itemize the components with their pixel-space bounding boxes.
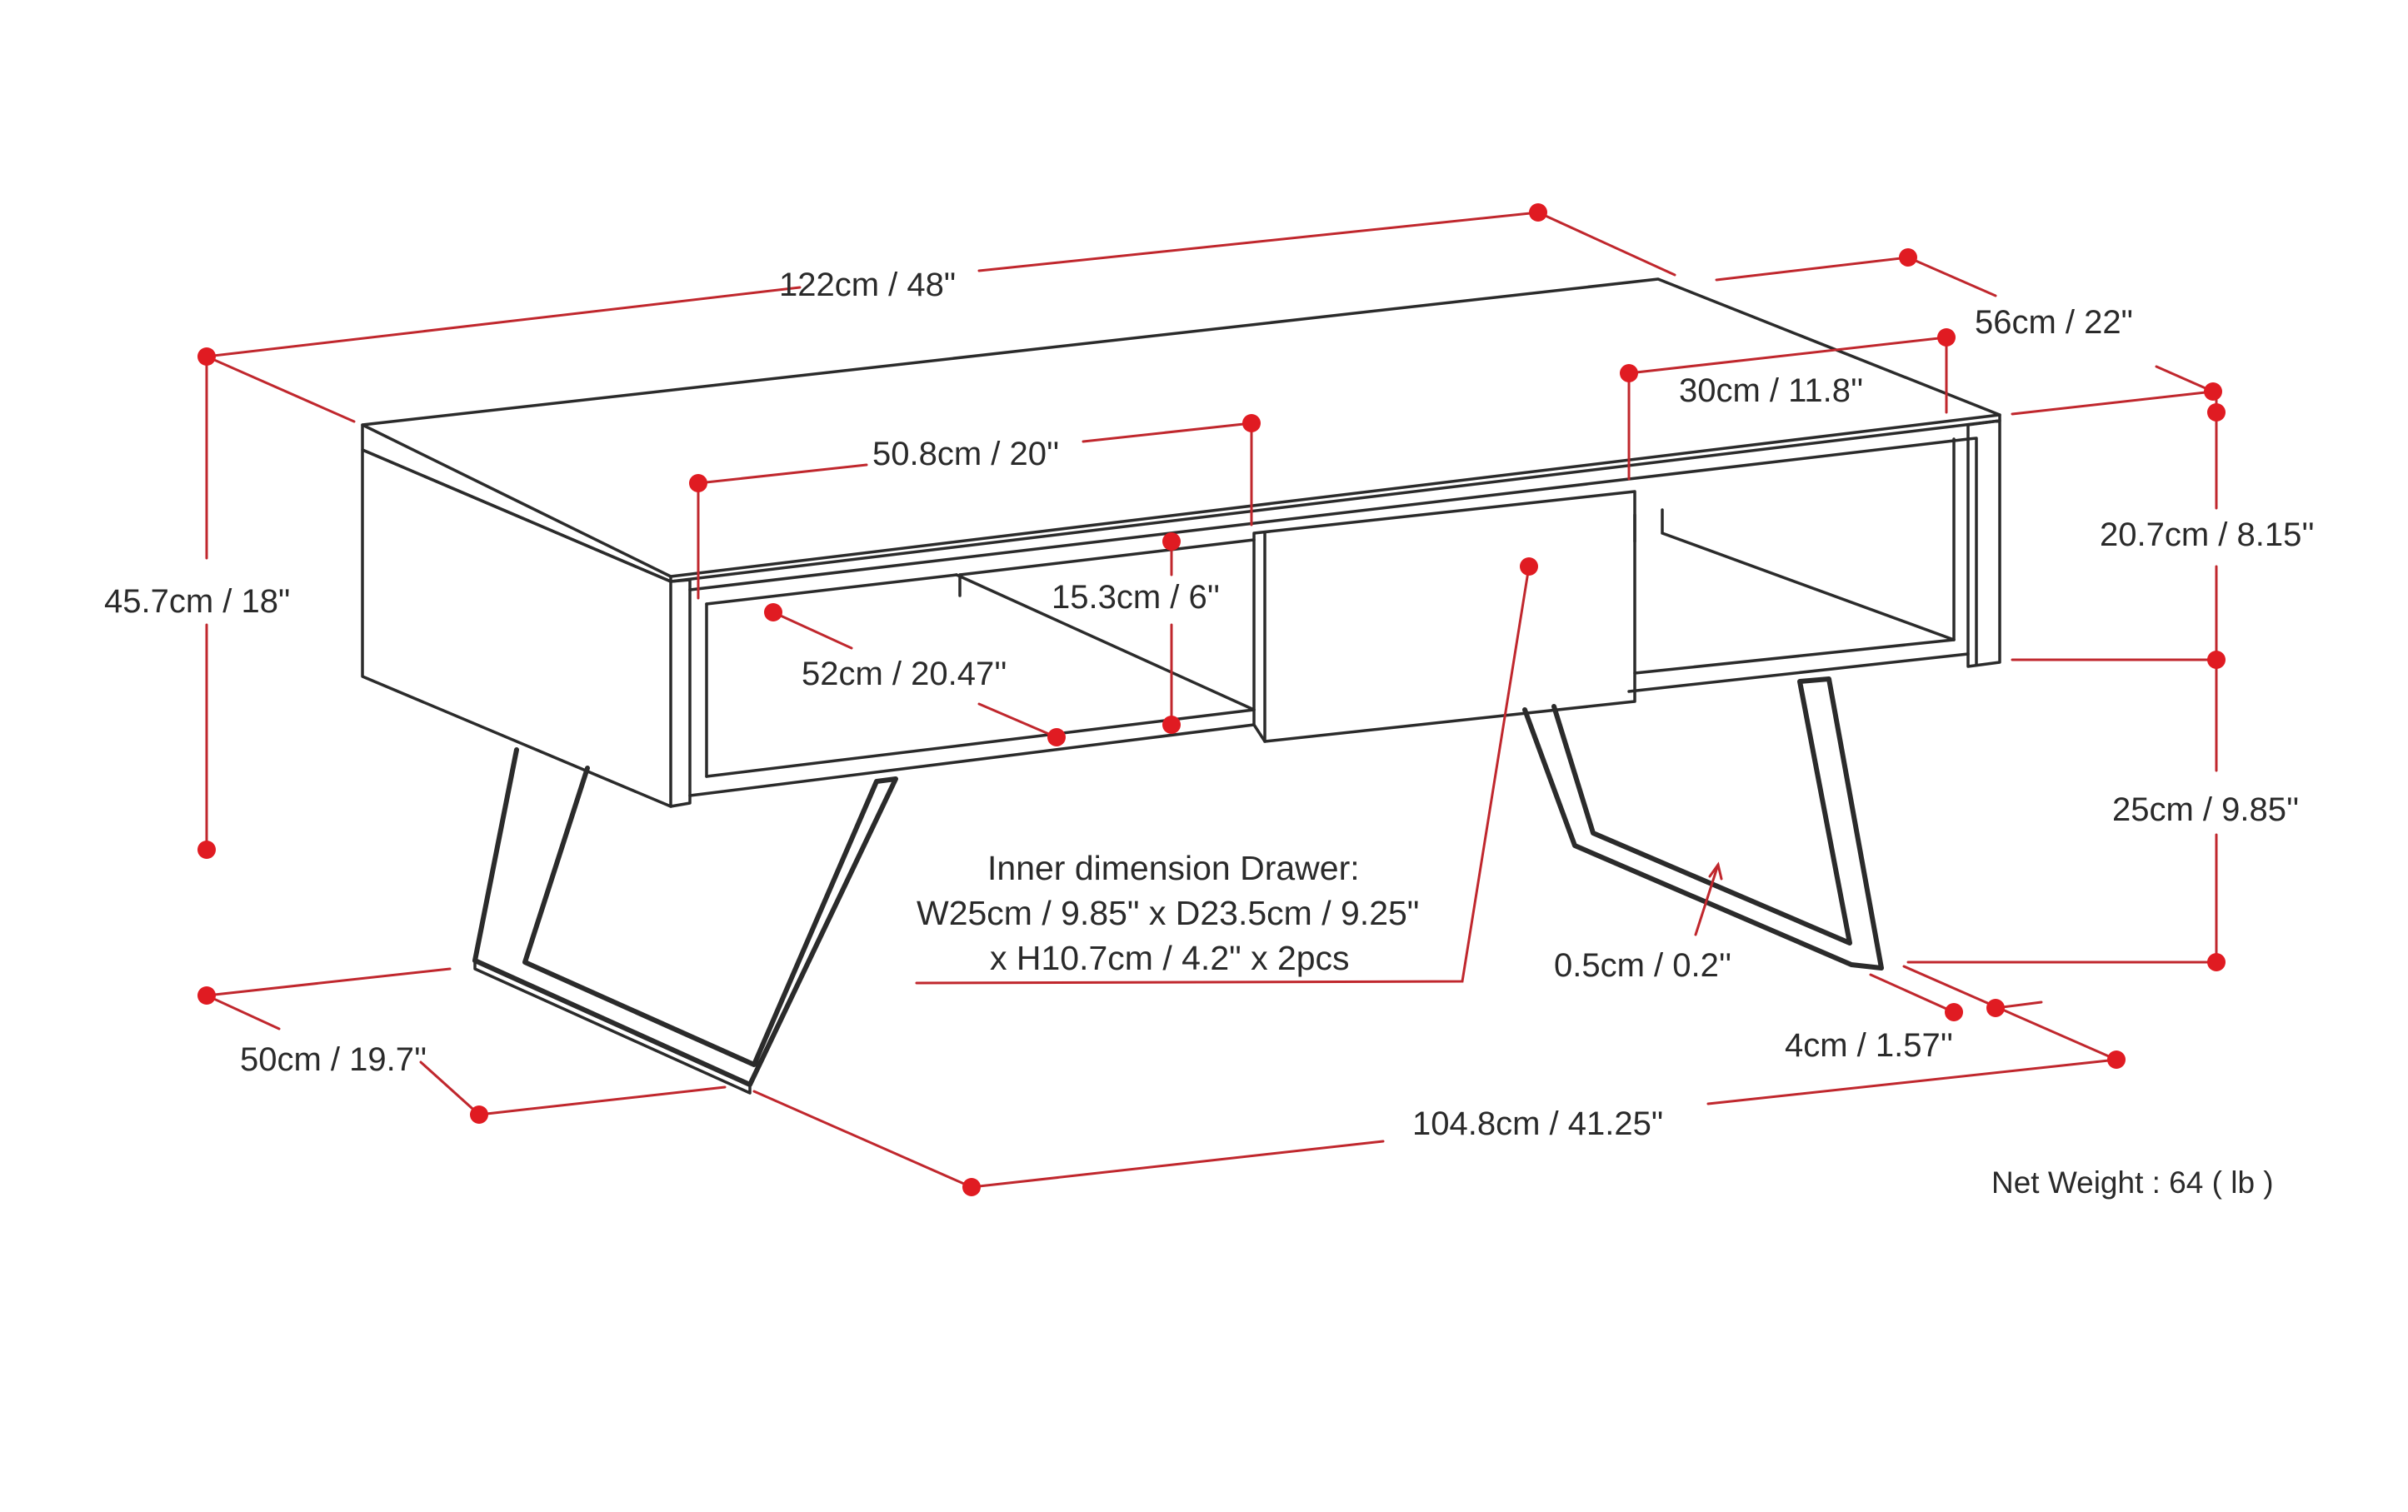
dim-dot xyxy=(1945,1003,1963,1021)
dim-dot xyxy=(1162,532,1181,551)
right-end-panel xyxy=(1966,419,2001,668)
dim-dot xyxy=(2107,1050,2126,1069)
drawer-note-line3: x H10.7cm / 4.2" x 2pcs xyxy=(990,939,1350,977)
drawer-note-line1: Inner dimension Drawer: xyxy=(987,849,1360,887)
dim-dot xyxy=(2204,382,2222,401)
dim-dot xyxy=(1986,999,2005,1017)
label-shelf-depth-right: 30cm / 11.8'' xyxy=(1679,372,1863,409)
dim-dot xyxy=(1937,328,1956,347)
dim-dot xyxy=(1162,716,1181,734)
label-leg-thickness: 0.5cm / 0.2'' xyxy=(1554,947,1731,984)
dim-line-shelf-depth-left-b xyxy=(977,702,1058,739)
dim-line-shelf-depth-left-a xyxy=(772,611,853,650)
dim-dot xyxy=(470,1105,488,1124)
label-depth-top: 56cm / 22" xyxy=(1975,304,2133,341)
shelf-bottom-inner xyxy=(705,638,1956,778)
shelf-divider-left xyxy=(955,573,1256,711)
dim-dot xyxy=(1520,557,1538,576)
label-width-top: 122cm / 48" xyxy=(779,267,956,303)
dim-dot xyxy=(1242,414,1261,432)
coffee-table-outline xyxy=(361,277,2001,1095)
dim-dot xyxy=(689,474,707,492)
dim-leader-drawer xyxy=(915,565,1531,985)
dim-leader-leg-width xyxy=(1902,965,2118,1061)
dimension-dots xyxy=(197,203,2226,1196)
right-panel-inner xyxy=(1966,437,1978,666)
dim-dot xyxy=(1620,364,1638,382)
shelf-frame-bottom xyxy=(688,652,1970,797)
label-shelf-width: 50.8cm / 20'' xyxy=(872,436,1059,472)
dim-line-depth-right xyxy=(1906,256,2215,393)
dim-dot xyxy=(197,347,216,366)
dim-leader-depth-bottom xyxy=(2011,390,2215,416)
dim-dot xyxy=(197,986,216,1005)
label-leg-span: 104.8cm / 41.25" xyxy=(1412,1105,1663,1142)
dim-dot xyxy=(197,841,216,859)
dim-line-leg-thickness xyxy=(1694,863,1720,936)
drawer-note-line2: W25cm / 9.85" x D23.5cm / 9.25" xyxy=(917,894,1419,932)
left-panel-front xyxy=(669,578,692,808)
label-shelf-depth-left: 52cm / 20.47'' xyxy=(802,656,1007,692)
label-shelf-height: 15.3cm / 6'' xyxy=(1052,579,1220,616)
dim-line-depth-top xyxy=(1536,211,1910,282)
dimension-lines xyxy=(205,211,2218,1189)
net-weight: Net Weight : 64 ( lb ) xyxy=(1991,1165,2274,1200)
dim-dot xyxy=(962,1178,981,1196)
dim-dot xyxy=(2207,403,2226,422)
label-leg-depth: 50cm / 19.7'' xyxy=(240,1041,427,1078)
dimension-labels: 122cm / 48" 56cm / 22" 30cm / 11.8'' 50.… xyxy=(104,267,2315,1200)
shelf-frame-top-inner xyxy=(705,538,1256,606)
drawer-front xyxy=(1252,490,1636,743)
dim-line-top-width xyxy=(205,211,1540,358)
dim-dot xyxy=(1529,203,1547,222)
shelf-divider-right xyxy=(1633,508,1956,641)
dim-dot xyxy=(764,603,782,621)
dim-arrow-leg-thickness xyxy=(1708,861,1723,881)
dim-line-shelf-width xyxy=(697,422,1253,485)
dim-dot xyxy=(2207,651,2226,669)
dim-dot xyxy=(1047,728,1066,746)
label-body-height: 20.7cm / 8.15'' xyxy=(2100,516,2315,553)
left-leg xyxy=(472,747,898,1087)
left-leg-bottom xyxy=(473,959,752,1095)
right-leg xyxy=(1522,676,1884,971)
shelf-frame-top xyxy=(688,437,1970,591)
label-total-height: 45.7cm / 18" xyxy=(104,583,290,620)
table-top-front-edge xyxy=(669,413,2001,583)
label-leg-width-small: 4cm / 1.57'' xyxy=(1785,1027,1953,1064)
label-leg-height: 25cm / 9.85'' xyxy=(2112,791,2299,828)
dim-dot xyxy=(1899,248,1917,267)
dim-leader-top-width-left xyxy=(205,355,356,423)
dim-line-shelf-depth-right xyxy=(1627,336,1948,375)
dim-dot xyxy=(2207,953,2226,971)
